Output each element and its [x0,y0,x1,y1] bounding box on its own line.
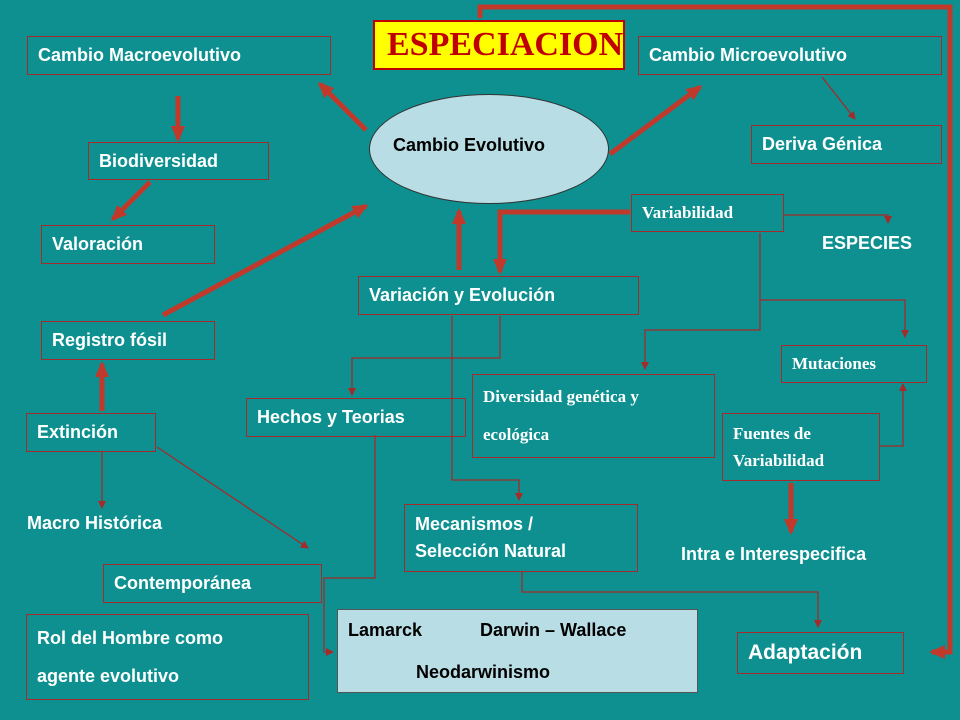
box-extincion: Extinción [26,413,156,452]
box-theories: Lamarck Darwin – Wallace Neodarwinismo [337,609,698,693]
diversidad-line-2: ecológica [483,425,550,444]
arrow-variabilidad-to-variacion [493,209,630,275]
center-label: Cambio Evolutivo [393,135,546,155]
mecanismos-line-2: Selección Natural [415,541,567,561]
line-fuentes-to-mutaciones [880,383,907,447]
box-variacion-evolucion: Variación y Evolución [358,276,639,315]
box-deriva-genica: Deriva Génica [751,125,942,164]
center-ellipse [369,94,609,204]
box-mecanismos: Mecanismos / Selección Natural [404,504,638,572]
label-especies: ESPECIES [822,233,913,253]
arrow-title-to-adaptacion [477,4,953,659]
diagram-title: ESPECIACION [373,20,625,70]
box-variabilidad: Variabilidad [631,194,784,232]
fuentes-line-2: Variabilidad [733,451,825,470]
box-rol-del-hombre: Rol del Hombre como agente evolutivo [26,614,309,700]
rol-line-2: agente evolutivo [37,666,180,686]
box-macroevolutivo: Cambio Macroevolutivo [27,36,331,75]
label-intra-interespecifica: Intra e Interespecifica [681,544,867,564]
diversidad-line-1: Diversidad genética y [483,387,639,406]
box-registro-fosil: Registro fósil [41,321,215,360]
mecanismos-line-1: Mecanismos / [415,514,534,534]
arrow-biodiversidad-to-valoracion [110,180,152,222]
line-micro-to-deriva [821,76,856,120]
theory-darwin-wallace: Darwin – Wallace [480,620,627,640]
line-to-diversidad [641,300,761,370]
arrow-registro-to-center [161,203,369,318]
line-mecanismos-to-adaptacion [521,572,822,628]
theory-neodarwinismo: Neodarwinismo [416,662,551,682]
rol-line-1: Rol del Hombre como [37,628,224,648]
box-biodiversidad: Biodiversidad [88,142,269,180]
theory-lamarck: Lamarck [348,620,423,640]
box-adaptacion: Adaptación [737,632,904,674]
box-fuentes-variabilidad: Fuentes de Variabilidad [722,413,880,481]
line-variacion-to-hechos [348,316,501,396]
box-microevolutivo: Cambio Microevolutivo [638,36,942,75]
line-extincion-to-contemporanea [156,446,309,549]
box-mutaciones: Mutaciones [781,345,927,383]
line-variabilidad-tree [759,233,909,338]
box-diversidad: Diversidad genética y ecológica [472,374,715,458]
box-contemporanea: Contemporánea [103,564,322,603]
label-macro-historica: Macro Histórica [27,513,163,533]
arrow-center-to-macro [317,81,368,132]
arrow-center-to-micro [608,84,703,157]
box-hechos-teorias: Hechos y Teorias [246,398,466,437]
box-valoracion: Valoración [41,225,215,264]
line-variabilidad-to-especies [784,214,892,224]
fuentes-line-1: Fuentes de [733,424,811,443]
line-hechos-to-theories [323,435,376,656]
